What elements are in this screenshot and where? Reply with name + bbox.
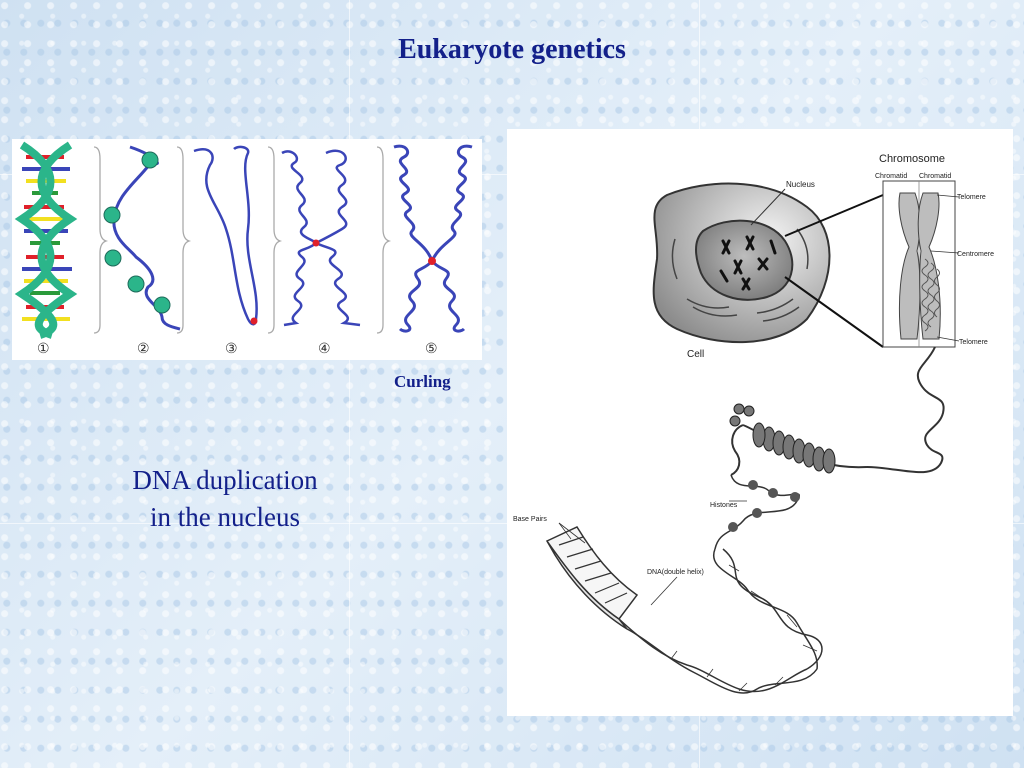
step-number-2: ② — [137, 342, 150, 357]
telomere-bottom-label: Telomere — [959, 339, 988, 346]
histones-label: Histones — [710, 502, 738, 509]
dna-caption-line-2: in the nucleus — [150, 502, 300, 532]
chromosome-structure-svg: Nucleus Cell Chromosome Chromatid Chroma… — [513, 153, 994, 694]
cell-illustration — [652, 182, 831, 344]
stage-4-condensing-chromatin — [281, 149, 361, 327]
stage-5-condensed-chromosome — [393, 144, 473, 333]
chromatin-fiber — [730, 346, 945, 476]
chromosome-illustration — [882, 180, 960, 348]
background-tile-line — [349, 0, 350, 768]
nucleus-label: Nucleus — [786, 180, 815, 189]
dna-caption-line-1: DNA duplication — [132, 465, 318, 495]
step-number-4: ④ — [318, 342, 331, 357]
chromatid-label-1: Chromatid — [875, 173, 907, 180]
slide-title: Eukaryote genetics — [398, 34, 626, 65]
chromatid-label-2: Chromatid — [919, 173, 951, 180]
stage-1-double-helix — [14, 141, 78, 339]
dna-double-helix-label: DNA(double helix) — [647, 569, 704, 576]
stage-3-fiber — [193, 145, 258, 326]
curling-caption: Curling — [394, 372, 451, 391]
base-pairs-cutaway — [545, 526, 639, 630]
centromere-label: Centromere — [957, 251, 994, 258]
nucleosome-string — [714, 474, 800, 550]
dna-duplication-caption: DNA duplication in the nucleus — [100, 462, 350, 536]
dna-coiling-svg: ① ② ③ ④ ⑤ — [14, 141, 473, 357]
chromosome-label: Chromosome — [879, 153, 945, 165]
telomere-top-label: Telomere — [957, 194, 986, 201]
dna-double-helix — [618, 548, 823, 694]
cell-label: Cell — [687, 349, 704, 360]
step-number-1: ① — [37, 342, 50, 357]
step-number-3: ③ — [225, 342, 238, 357]
base-pairs-label: Base Pairs — [513, 516, 547, 523]
step-number-5: ⑤ — [425, 342, 438, 357]
dna-coiling-diagram: ① ② ③ ④ ⑤ — [12, 139, 482, 360]
stage-2-nucleosomes — [103, 145, 181, 331]
chromosome-structure-diagram: Nucleus Cell Chromosome Chromatid Chroma… — [507, 129, 1013, 716]
solenoid-coil — [729, 403, 836, 474]
